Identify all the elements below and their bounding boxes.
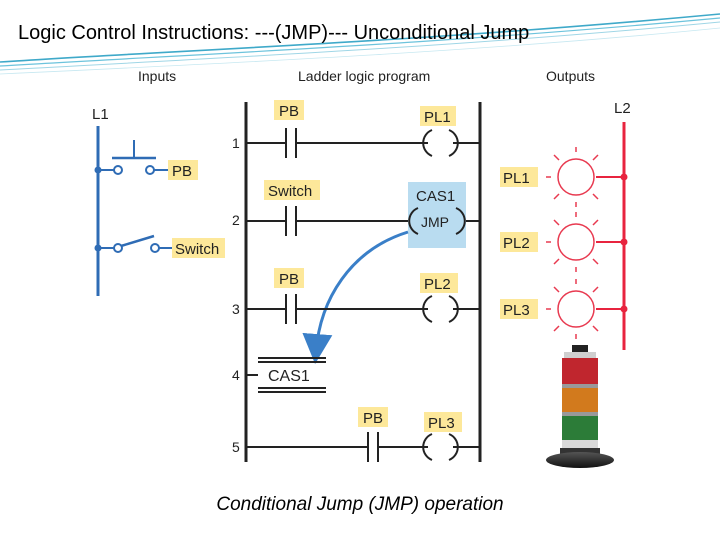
contact-symbol — [285, 206, 297, 236]
coil-symbol — [422, 433, 459, 461]
output-label-bg — [500, 232, 538, 252]
input-label-switch-bg — [172, 238, 225, 258]
rung-number: 5 — [232, 439, 240, 455]
output-label: PL3 — [503, 302, 530, 319]
jmp-coil-symbol — [408, 207, 466, 235]
input-label-pb: PB — [172, 163, 192, 180]
contact-label-bg — [358, 407, 388, 427]
contact-label: PB — [279, 271, 299, 288]
stack-light-tower-icon — [546, 345, 614, 468]
label-instruction-text: CAS1 — [268, 368, 310, 385]
contact-label: PB — [363, 410, 383, 427]
coil-label-bg — [424, 412, 462, 432]
coil-label-bg — [420, 106, 456, 126]
coil-label: PL2 — [424, 276, 451, 293]
rung-number: 4 — [232, 367, 240, 383]
jump-arrow — [302, 230, 409, 364]
contact-symbol — [367, 432, 379, 462]
lamp-pl1-icon — [546, 147, 624, 207]
slide-title: Logic Control Instructions: ---(JMP)--- … — [18, 22, 530, 44]
figure-caption: Conditional Jump (JMP) operation — [216, 494, 504, 515]
switch-symbol — [98, 234, 172, 253]
output-label-bg — [500, 167, 538, 187]
contact-symbol — [285, 128, 297, 158]
coil-label-bg — [420, 273, 458, 293]
heading-ladder: Ladder logic program — [298, 68, 430, 84]
pushbutton-symbol — [98, 140, 168, 175]
output-junction — [620, 238, 628, 246]
contact-label-bg — [274, 100, 304, 120]
rail-label-l2: L2 — [614, 100, 631, 117]
label-instruction-box — [258, 357, 326, 393]
contact-label-bg — [264, 180, 320, 200]
jmp-coil-text: JMP — [421, 214, 449, 230]
heading-inputs: Inputs — [138, 68, 176, 84]
coil-label: PL1 — [424, 109, 451, 126]
coil-label: PL3 — [428, 415, 455, 432]
coil-symbol — [422, 129, 459, 157]
rung-number: 1 — [232, 135, 240, 151]
heading-outputs: Outputs — [546, 68, 595, 84]
output-label-bg — [500, 299, 538, 319]
output-junction — [620, 173, 628, 181]
jmp-highlight — [408, 182, 466, 248]
header-swoosh — [0, 13, 720, 75]
jmp-coil-tag: CAS1 — [416, 188, 455, 205]
contact-label: PB — [279, 103, 299, 120]
rung-number: 2 — [232, 212, 240, 228]
input-label-switch: Switch — [175, 241, 219, 258]
output-label: PL2 — [503, 235, 530, 252]
lamp-pl3-icon — [546, 279, 624, 339]
lamp-pl2-icon — [546, 212, 624, 272]
contact-symbol — [285, 294, 297, 324]
rung-number: 3 — [232, 301, 240, 317]
coil-symbol — [422, 295, 459, 323]
output-label: PL1 — [503, 170, 530, 187]
rail-label-l1: L1 — [92, 106, 109, 123]
contact-label-bg — [274, 268, 304, 288]
contact-label: Switch — [268, 183, 312, 200]
output-junction — [620, 305, 628, 313]
input-label-pb-bg — [168, 160, 198, 180]
